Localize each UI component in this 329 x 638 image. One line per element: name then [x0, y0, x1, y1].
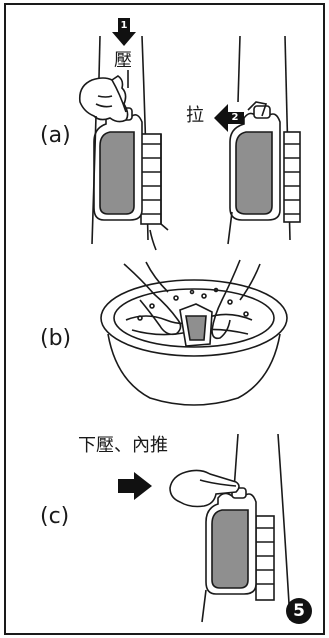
- panel-a-right-body-edge: [237, 35, 241, 103]
- panel-c-hand-pushing: [169, 469, 240, 508]
- panel-a-hand-pressing: [78, 75, 129, 123]
- step-2-badge: 2: [231, 112, 239, 123]
- push-right-arrow: [118, 472, 152, 500]
- step-number-badge: 5: [286, 598, 312, 624]
- panel-c-body-edge-2: [277, 433, 291, 621]
- panel-c-label: (c): [40, 504, 70, 529]
- panel-a-illustration: [78, 35, 301, 251]
- panel-b-illustration: [100, 259, 288, 406]
- panel-a-right-grille: [283, 131, 301, 223]
- panel-c-instruction: 下壓、內推: [78, 435, 168, 456]
- step-2-left-arrow: [214, 104, 244, 132]
- panel-c-body-edge: [233, 433, 239, 491]
- step-2-pull-text: 拉: [186, 105, 204, 126]
- panel-c-water-tank: [205, 487, 257, 595]
- panel-a-label: (a): [40, 123, 71, 148]
- step-1-press-text: 壓: [114, 50, 132, 71]
- hands-washing: [123, 259, 261, 340]
- tank-in-basin: [179, 303, 213, 347]
- step-1-down-arrow: [112, 18, 136, 46]
- panel-a-right-water-tank: [229, 101, 281, 221]
- panel-a-left-water-tank: [93, 107, 143, 221]
- outer-border: [4, 3, 325, 635]
- panel-c-illustration: [169, 433, 291, 623]
- panel-c-grille: [255, 515, 275, 601]
- step-1-badge: 1: [120, 20, 128, 31]
- panel-b-label: (b): [40, 326, 72, 351]
- panel-a-left-grille: [140, 133, 169, 231]
